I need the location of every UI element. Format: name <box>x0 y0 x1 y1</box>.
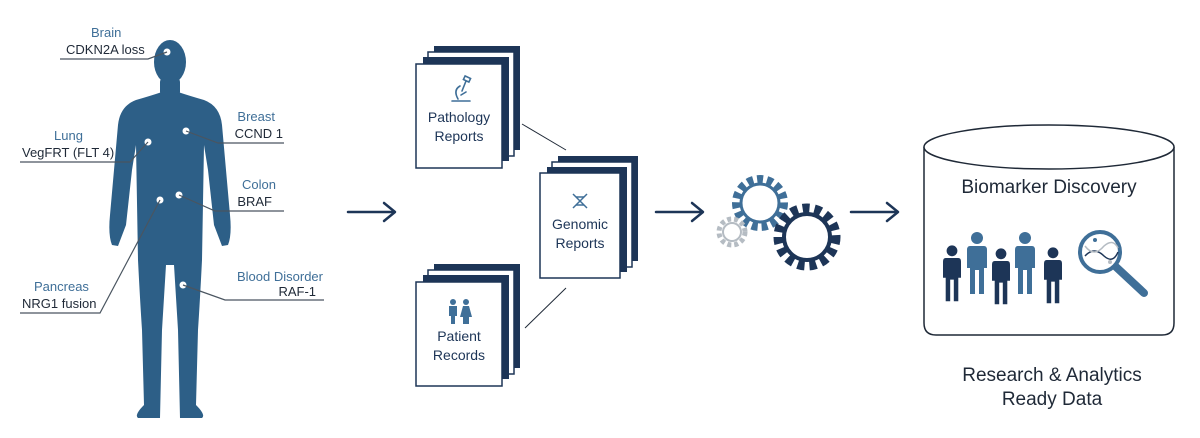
genomic-line2: Reports <box>555 235 605 251</box>
patient-line2: Records <box>432 347 486 363</box>
database-title: Biomarker Discovery <box>961 177 1137 198</box>
marker-label-lung: VegFRT (FLT 4) <box>22 145 115 160</box>
connector-lines <box>521 123 567 329</box>
marker-label-blood-disorder: RAF-1 <box>278 284 316 299</box>
organ-label-pancreas: Pancreas <box>34 279 89 294</box>
marker-label-colon: BRAF <box>237 194 272 209</box>
output-line1: Research & Analytics <box>962 365 1142 386</box>
organ-label-breast: Breast <box>237 109 275 124</box>
marker-label-pancreas: NRG1 fusion <box>22 296 97 311</box>
database-cylinder <box>923 124 1175 336</box>
genomic-reports-stack <box>539 156 638 279</box>
patient-records-stack <box>415 264 520 387</box>
patient-records-title: Patient Records <box>416 327 502 365</box>
output-line2: Ready Data <box>1001 389 1103 410</box>
annotation-leader-lines <box>20 51 324 314</box>
genomic-line1: Genomic <box>551 216 609 232</box>
dna-icon <box>572 193 588 209</box>
people-icon <box>943 232 1062 305</box>
genomic-reports-title: Genomic Reports <box>540 215 620 253</box>
organ-label-blood-disorder: Blood Disorder <box>237 269 323 284</box>
marker-label-breast: CCND 1 <box>234 126 283 141</box>
pathology-line1: Pathology <box>427 109 491 125</box>
gear-small <box>716 216 748 248</box>
organ-label-lung: Lung <box>54 128 83 143</box>
patient-line1: Patient <box>437 328 481 344</box>
organ-label-brain: Brain <box>91 25 122 40</box>
marker-label-brain: CDKN2A loss <box>66 42 145 57</box>
human-body-figure <box>109 40 231 418</box>
flow-arrows <box>346 201 900 223</box>
gear-large <box>773 203 841 271</box>
pathology-reports-stack <box>415 46 520 169</box>
gears-icon <box>716 175 841 271</box>
magnifier-dna-icon <box>1078 230 1148 297</box>
pathology-line2: Reports <box>434 128 484 144</box>
output-caption: Research & Analytics Ready Data <box>924 364 1180 412</box>
gear-medium <box>732 175 788 231</box>
people-icon <box>449 299 472 324</box>
organ-label-colon: Colon <box>242 177 276 192</box>
pathology-reports-title: Pathology Reports <box>416 108 502 146</box>
microscope-icon <box>451 74 472 102</box>
